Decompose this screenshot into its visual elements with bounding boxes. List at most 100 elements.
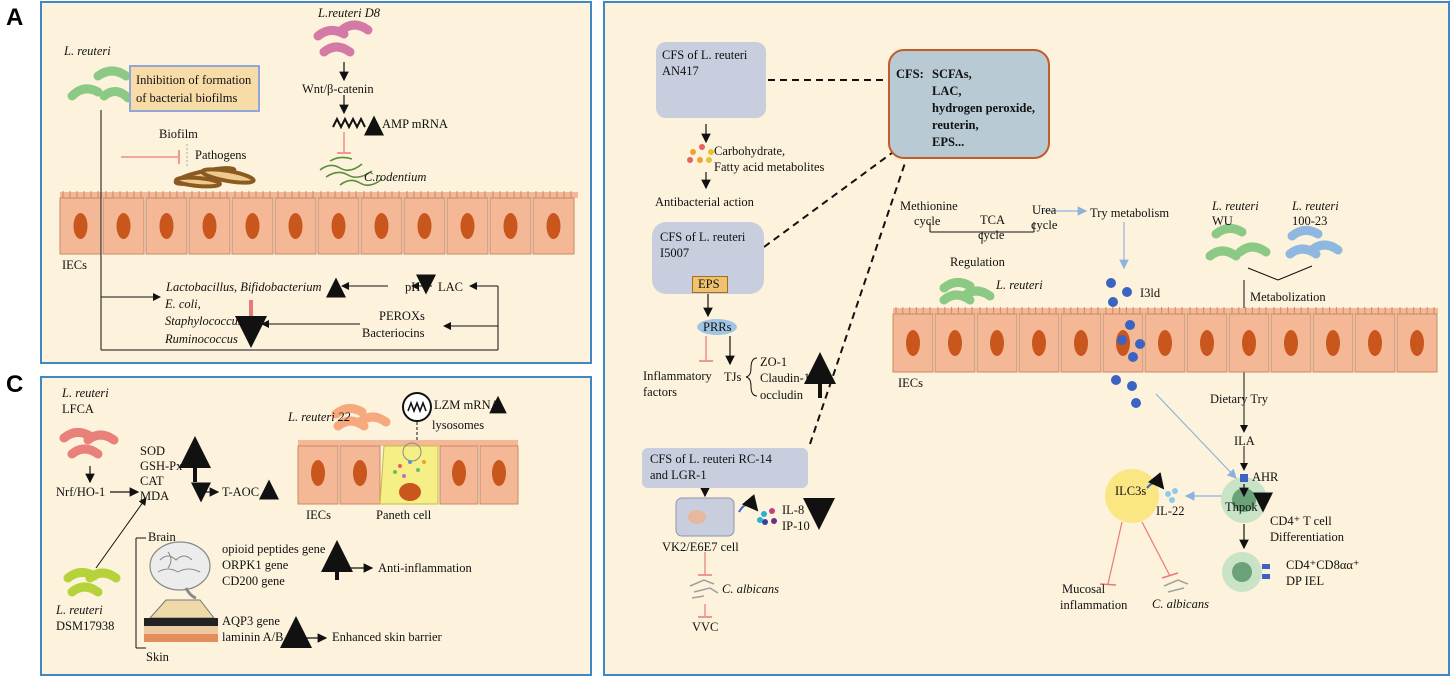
c-aqp3-label: AQP3 gene bbox=[222, 614, 280, 628]
b-diff-label: Differentiation bbox=[1270, 530, 1345, 544]
a-crodentium-label: C.rodentium bbox=[364, 170, 427, 184]
b-i3ld-label: I3ld bbox=[1140, 286, 1161, 300]
calbicans-icon-1 bbox=[689, 579, 719, 599]
skin-icon bbox=[144, 599, 218, 642]
b-100-line1: L. reuteri bbox=[1292, 199, 1339, 213]
iec-b-nucleus bbox=[1158, 330, 1172, 356]
d8-bacteria bbox=[313, 20, 373, 57]
iec-b-nucleus bbox=[1284, 330, 1298, 356]
b-dietary-label: Dietary Try bbox=[1210, 392, 1268, 406]
iec-a-nucleus bbox=[503, 213, 518, 239]
a-lac-label: LAC bbox=[438, 280, 463, 294]
b-an417-line1: CFS of L. reuteri bbox=[662, 48, 748, 62]
b-wu-line1: L. reuteri bbox=[1212, 199, 1259, 213]
iec-a-nucleus bbox=[202, 213, 217, 239]
c-lfca-line1: L. reuteri bbox=[62, 386, 109, 400]
lreuteri-bacteria-a bbox=[67, 66, 133, 103]
c-sod-label: SOD bbox=[140, 444, 166, 458]
c-orpk-label: ORPK1 gene bbox=[222, 558, 289, 572]
b-eps-label: EPS bbox=[698, 277, 720, 291]
mrna-coil-a bbox=[332, 116, 366, 130]
c-lzm-label: LZM mRNA bbox=[434, 398, 500, 412]
c-nrf-label: Nrf/HO-1 bbox=[56, 485, 106, 499]
c-lfca-line2: LFCA bbox=[62, 402, 94, 416]
a-d8-label: L.reuteri D8 bbox=[318, 6, 381, 20]
cytokine-dots-b bbox=[757, 508, 777, 525]
c-mda-label: MDA bbox=[140, 489, 170, 503]
iec-a-nucleus bbox=[73, 213, 88, 239]
iec-a-nucleus bbox=[374, 213, 389, 239]
biofilm-inhibition-box bbox=[129, 65, 260, 112]
b-claudin-label: Claudin-1 bbox=[760, 371, 810, 385]
c-iecs-label: IECs bbox=[306, 508, 331, 522]
dsm-bacteria bbox=[63, 568, 121, 597]
b-iecs-label: IECs bbox=[898, 376, 923, 390]
calbicans-icon-2 bbox=[1163, 579, 1189, 593]
b-100-line2: 100-23 bbox=[1292, 214, 1328, 228]
b-rc14-line2: and LGR-1 bbox=[650, 468, 707, 482]
a-lacto-label: Lactobacillus, Bifidobacterium bbox=[166, 280, 322, 294]
iec-a-nucleus bbox=[331, 213, 346, 239]
b-vvc-label: VVC bbox=[692, 620, 719, 634]
b-tca-line1: TCA bbox=[980, 213, 1005, 227]
pathogens-icon bbox=[173, 166, 256, 189]
c-cd200-label: CD200 gene bbox=[222, 574, 285, 588]
b-inflam-line2: factors bbox=[643, 385, 678, 399]
panel-a bbox=[40, 1, 592, 364]
c-taoc-label: T-AOC bbox=[222, 485, 260, 499]
b-rc14-line1: CFS of L. reuteri RC-14 bbox=[650, 452, 772, 466]
a-staph-label: Staphylococcus, bbox=[165, 314, 246, 328]
b-zo1-label: ZO-1 bbox=[760, 355, 788, 369]
b-thpok-label: Thpok bbox=[1225, 500, 1258, 514]
b-cfs-item-3: reuterin, bbox=[932, 118, 979, 132]
b-ila-label: ILA bbox=[1234, 434, 1255, 448]
a-perox-label: PEROXs bbox=[379, 309, 425, 323]
c-dsm-line2: DSM17938 bbox=[56, 619, 115, 633]
b-cfs-item-0: SCFAs, bbox=[932, 67, 972, 81]
c-cat-label: CAT bbox=[140, 474, 164, 488]
b-cfs-item-1: LAC, bbox=[932, 84, 962, 98]
a-pathogens-label: Pathogens bbox=[195, 148, 247, 162]
panel-label-a: A bbox=[6, 4, 24, 31]
b-ahr-label: AHR bbox=[1252, 470, 1279, 484]
iec-b-nucleus bbox=[1368, 330, 1382, 356]
iec-a-cell bbox=[145, 197, 188, 255]
iec-a-nucleus bbox=[417, 213, 432, 239]
c-paneth-label: Paneth cell bbox=[376, 508, 432, 522]
c-opioid-label: opioid peptides gene bbox=[222, 542, 326, 556]
c-dsm-line1: L. reuteri bbox=[56, 603, 103, 617]
lreuteri-bacteria-b bbox=[939, 278, 995, 305]
b-dp-line1: CD4⁺CD8αα⁺ bbox=[1286, 558, 1360, 572]
epithelium-a bbox=[59, 191, 578, 255]
b-carb-line1: Carbohydrate, bbox=[714, 144, 786, 158]
b-ilc3s-label: ILC3s bbox=[1115, 484, 1147, 498]
b-methionine-line2: cycle bbox=[914, 214, 941, 228]
c-skin-barrier-label: Enhanced skin barrier bbox=[332, 630, 442, 644]
lfca-bacteria bbox=[59, 428, 119, 459]
brain-icon bbox=[149, 541, 211, 600]
r22-bacteria bbox=[331, 404, 391, 431]
b-il22-label: IL-22 bbox=[1156, 504, 1185, 518]
a-lreuteri-label: L. reuteri bbox=[64, 44, 111, 58]
c-anti-label: Anti-inflammation bbox=[378, 561, 472, 575]
b-mucosal-line1: Mucosal bbox=[1062, 582, 1106, 596]
lzm-mrna-coil bbox=[402, 392, 432, 422]
a-biofilm-box-line1: Inhibition of formation bbox=[136, 73, 252, 87]
iec-b-nucleus bbox=[1242, 330, 1256, 356]
iec-b-nucleus bbox=[906, 330, 920, 356]
a-biofilm-label: Biofilm bbox=[159, 127, 198, 141]
b-i5007-line2: I5007 bbox=[660, 246, 690, 260]
b-methionine-line1: Methionine bbox=[900, 199, 958, 213]
b-prrs-label: PRRs bbox=[703, 320, 732, 334]
b-calbicans-label: C. albicans bbox=[722, 582, 779, 596]
b-metabolization-label: Metabolization bbox=[1250, 290, 1326, 304]
b-i5007-line1: CFS of L. reuteri bbox=[660, 230, 746, 244]
prrs-shape bbox=[697, 319, 737, 335]
a-wnt-label: Wnt/β-catenin bbox=[302, 82, 374, 96]
iec-b-nucleus bbox=[1032, 330, 1046, 356]
b-an417-line2: AN417 bbox=[662, 64, 699, 78]
cfs-rc14-box bbox=[642, 448, 808, 488]
b-try-metab-label: Try metabolism bbox=[1090, 206, 1170, 220]
b-cfs-item-2: hydrogen peroxide, bbox=[932, 101, 1036, 115]
